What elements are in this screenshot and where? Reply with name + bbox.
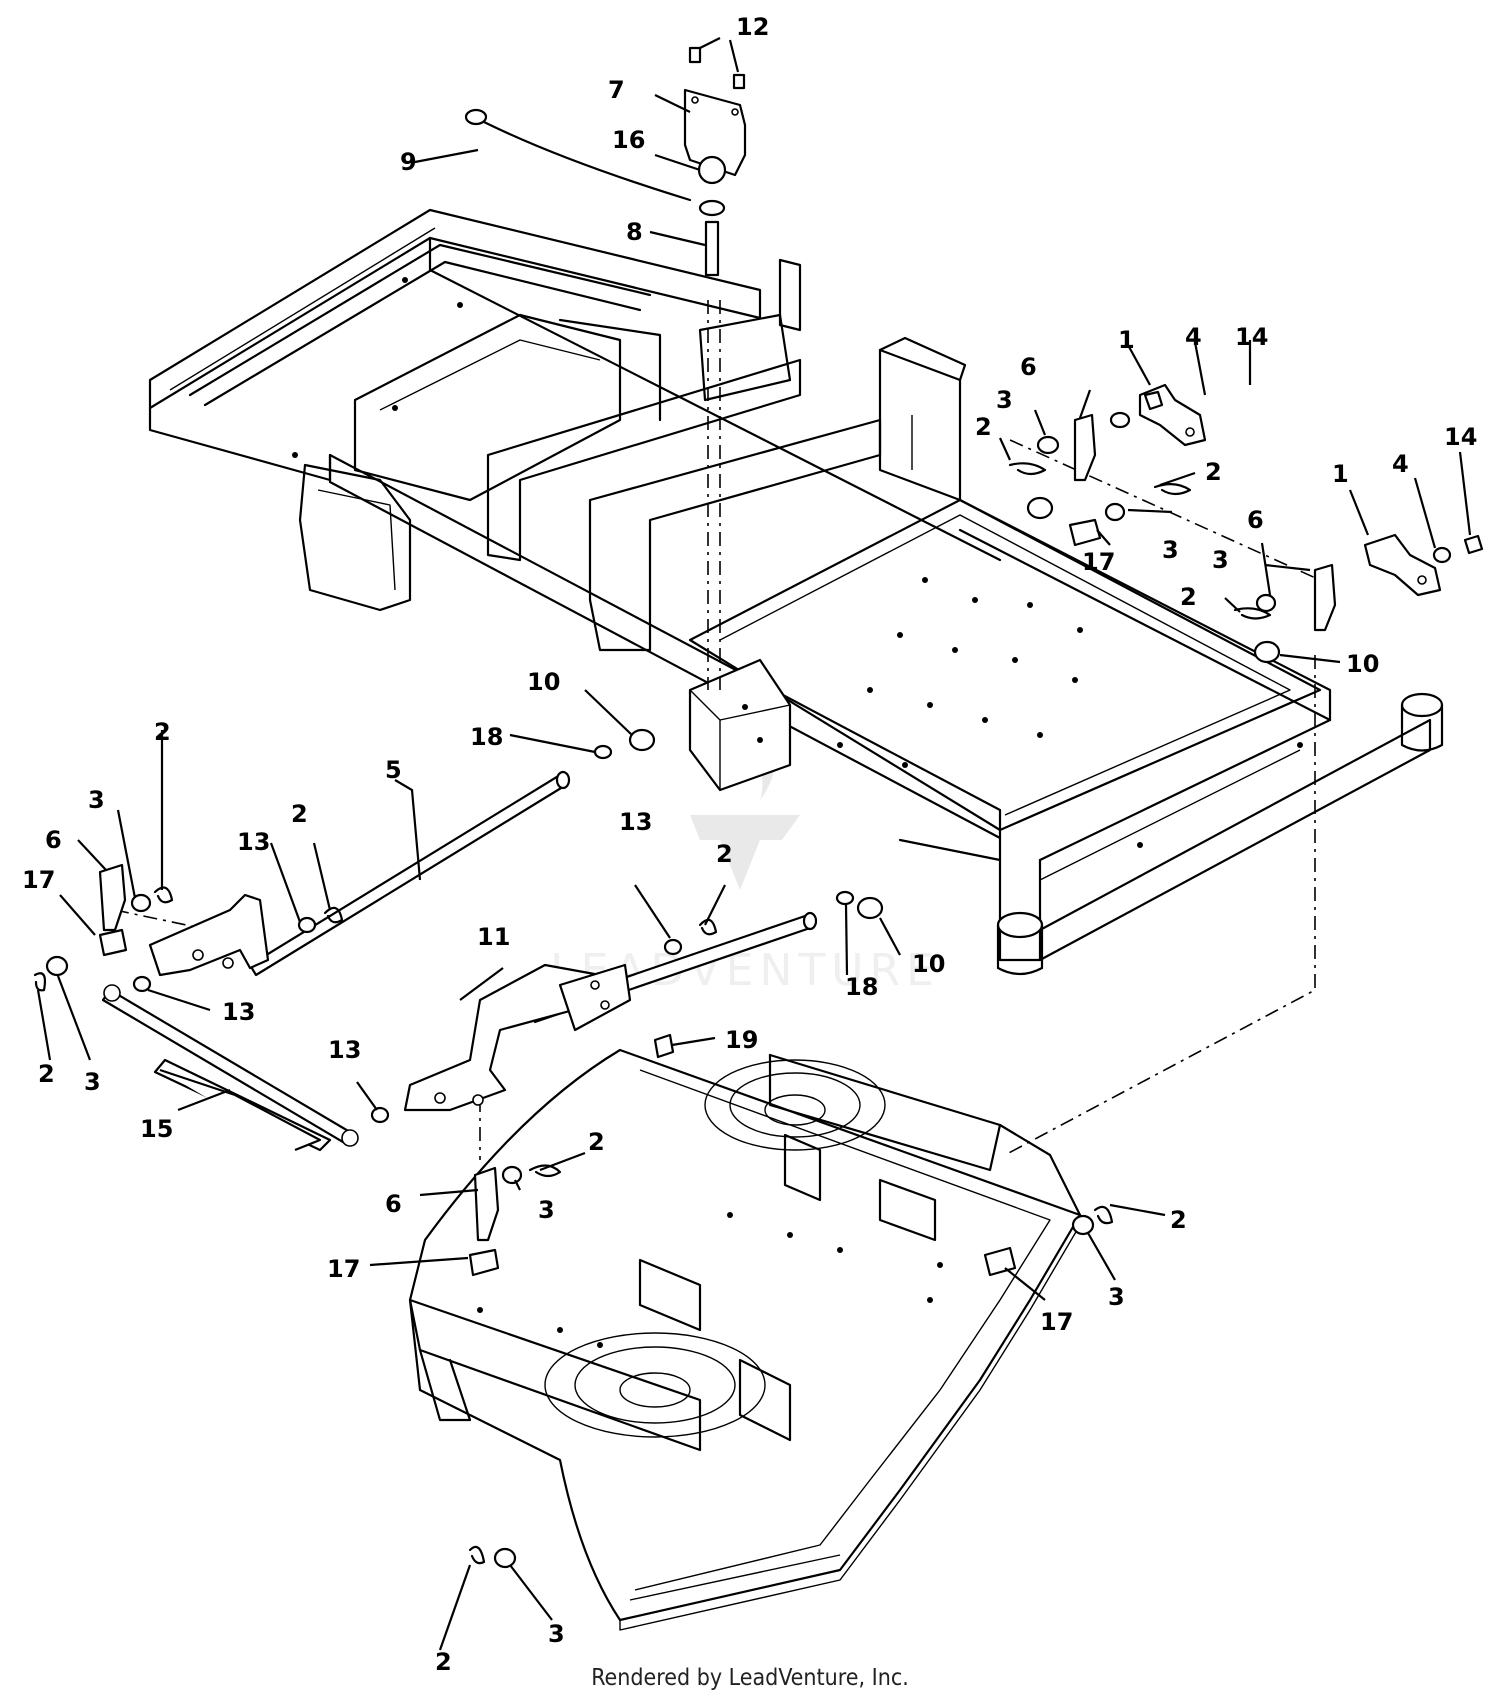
callout-5: 5 <box>385 756 402 784</box>
pin-17b <box>98 928 128 957</box>
rod-8 <box>704 220 720 277</box>
callout-17c: 17 <box>327 1255 360 1283</box>
pin-17d <box>983 1246 1017 1277</box>
callout-13a: 13 <box>237 828 270 856</box>
callout-3b: 3 <box>1162 536 1179 564</box>
cable-9 <box>464 108 692 202</box>
callout-2f: 2 <box>716 840 733 868</box>
callout-10a: 10 <box>1346 650 1379 678</box>
callout-14b: 14 <box>1444 423 1477 451</box>
bushing-10a <box>1026 496 1054 520</box>
callout-19: 19 <box>725 1026 758 1054</box>
callout-2i: 2 <box>1170 1206 1187 1234</box>
pivot-bracket-1b <box>1363 533 1442 597</box>
deck-rod-15 <box>101 984 359 1152</box>
callout-13c: 13 <box>222 998 255 1026</box>
callout-18a: 18 <box>470 723 503 751</box>
leader-lines <box>36 37 1472 1651</box>
callout-14a: 14 <box>1235 323 1268 351</box>
bushing-10d <box>856 896 884 920</box>
bushing-10c <box>628 728 656 752</box>
callout-10c: 10 <box>912 950 945 978</box>
callout-2c: 2 <box>1180 583 1197 611</box>
callout-6b: 6 <box>1247 506 1264 534</box>
callout-13d: 13 <box>328 1036 361 1064</box>
callout-labels: 12 7 16 9 8 1 4 14 6 3 2 2 17 3 1 4 14 6… <box>22 13 1477 1676</box>
callout-7: 7 <box>608 76 625 104</box>
clevis-6c <box>98 863 127 932</box>
callout-17b: 17 <box>22 866 55 894</box>
lift-arm-left <box>148 893 270 977</box>
lift-arm-11 <box>403 963 632 1112</box>
callout-3a: 3 <box>996 386 1013 414</box>
clevis-6a <box>1073 413 1097 482</box>
callout-2d: 2 <box>154 718 171 746</box>
callout-3c: 3 <box>1212 546 1229 574</box>
floor-holes <box>837 577 1083 768</box>
screws-12 <box>688 46 746 90</box>
callout-6d: 6 <box>385 1190 402 1218</box>
lift-shaft-5 <box>248 770 571 977</box>
clip-19 <box>653 1033 675 1059</box>
callout-2h: 2 <box>588 1128 605 1156</box>
mower-deck <box>408 1048 1082 1631</box>
clevis-6d <box>473 1166 500 1242</box>
mower-frame <box>148 208 1444 976</box>
callout-6c: 6 <box>45 826 62 854</box>
callout-17a: 17 <box>1082 548 1115 576</box>
pin-17c <box>468 1248 500 1277</box>
callout-2e: 2 <box>291 800 308 828</box>
callout-3d: 3 <box>88 786 105 814</box>
callout-13b: 13 <box>619 808 652 836</box>
callout-2j: 2 <box>435 1648 452 1676</box>
callout-10b: 10 <box>527 668 560 696</box>
washers <box>45 390 1484 1569</box>
callout-2b: 2 <box>1205 458 1222 486</box>
pin-17a <box>1068 518 1102 547</box>
callout-12: 12 <box>736 13 769 41</box>
callout-3h: 3 <box>548 1620 565 1648</box>
render-credit: Rendered by LeadVenture, Inc. <box>591 1665 909 1691</box>
callout-9: 9 <box>400 148 417 176</box>
callout-11: 11 <box>477 923 510 951</box>
callout-1b: 1 <box>1332 460 1349 488</box>
callout-17d: 17 <box>1040 1308 1073 1336</box>
ball-16 <box>697 155 727 217</box>
callout-16: 16 <box>612 126 645 154</box>
callout-3g: 3 <box>1108 1283 1125 1311</box>
callout-1a: 1 <box>1118 326 1135 354</box>
callout-15: 15 <box>140 1115 173 1143</box>
bushing-10b <box>1253 640 1281 664</box>
callout-8: 8 <box>626 218 643 246</box>
callout-4b: 4 <box>1392 450 1409 478</box>
callout-6a: 6 <box>1020 353 1037 381</box>
bracket-7 <box>683 88 747 177</box>
callout-3e: 3 <box>84 1068 101 1096</box>
callout-2a: 2 <box>975 413 992 441</box>
callout-3f: 3 <box>538 1196 555 1224</box>
callout-18b: 18 <box>845 973 878 1001</box>
hairpins <box>33 462 1272 1565</box>
callout-4a: 4 <box>1185 323 1202 351</box>
callout-2g: 2 <box>38 1060 55 1088</box>
clevis-6b <box>1313 563 1337 632</box>
